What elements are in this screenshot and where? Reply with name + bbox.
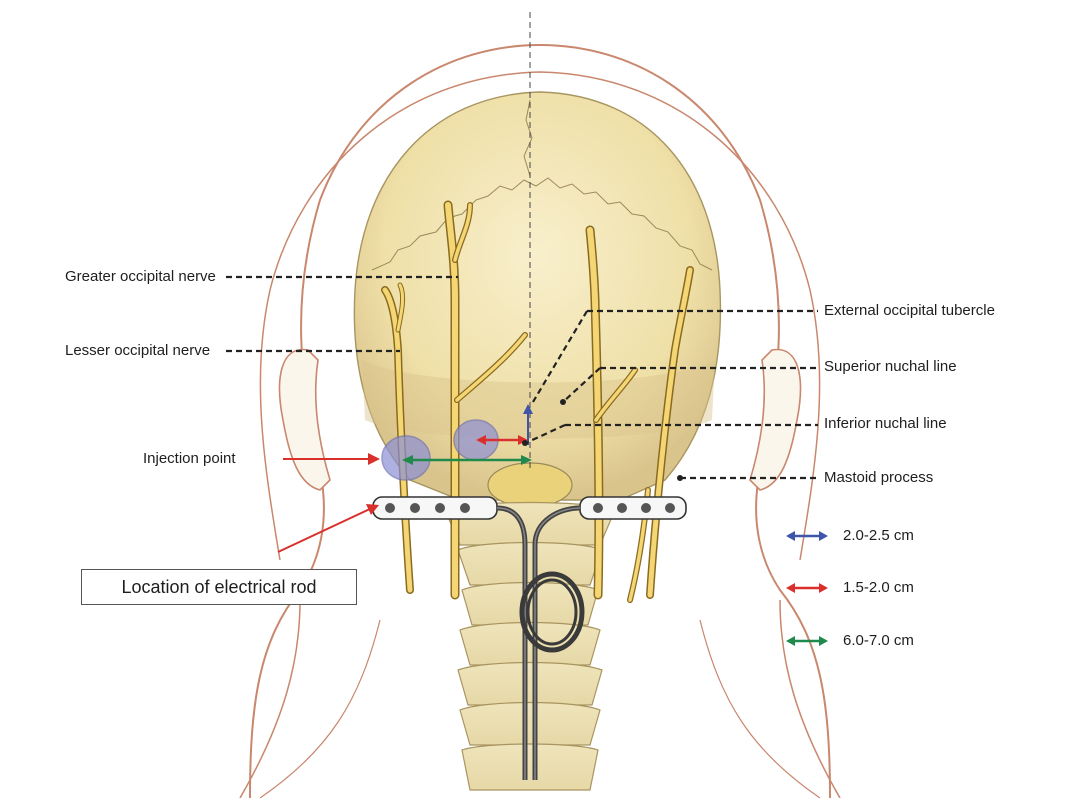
- injection-zone-left: [381, 435, 431, 481]
- label-external-occipital-tubercle: External occipital tubercle: [824, 302, 995, 319]
- inferior-line-dot: [522, 440, 528, 446]
- cervical-spine: [444, 501, 616, 791]
- label-lesser-occipital-nerve: Lesser occipital nerve: [65, 342, 211, 359]
- head-outline: [249, 43, 831, 798]
- legend-arrows: [786, 531, 828, 646]
- neck-outline-left: [239, 599, 301, 798]
- red-pointers: [277, 453, 380, 553]
- label-mastoid-process: Mastoid process: [824, 469, 934, 486]
- mastoid-dot: [677, 475, 683, 481]
- legend-item-red: 1.5-2.0 cm: [843, 579, 914, 596]
- neck-outline-right: [779, 599, 841, 798]
- label-superior-nuchal-line: Superior nuchal line: [824, 358, 957, 375]
- foramen-magnum: [487, 462, 573, 508]
- head-outline-inner: [259, 71, 821, 561]
- nerves: [381, 200, 694, 603]
- leader-lines: [226, 275, 818, 480]
- right-ear: [749, 348, 802, 491]
- label-injection-point: Injection point: [143, 450, 236, 467]
- label-greater-occipital-nerve: Greater occipital nerve: [65, 268, 216, 285]
- label-location-of-electrical-rod: Location of electrical rod: [81, 569, 357, 605]
- measurement-arrows: [402, 404, 533, 465]
- shoulder-left: [259, 619, 381, 798]
- left-ear: [278, 348, 331, 491]
- electrical-rod: [372, 496, 687, 780]
- label-inferior-nuchal-line: Inferior nuchal line: [824, 415, 947, 432]
- sagittal-suture: [523, 99, 533, 177]
- tubercle-dot: [560, 399, 566, 405]
- shoulder-right: [699, 619, 821, 798]
- lambdoid-suture: [371, 177, 713, 271]
- legend-item-blue: 2.0-2.5 cm: [843, 527, 914, 544]
- legend-item-green: 6.0-7.0 cm: [843, 632, 914, 649]
